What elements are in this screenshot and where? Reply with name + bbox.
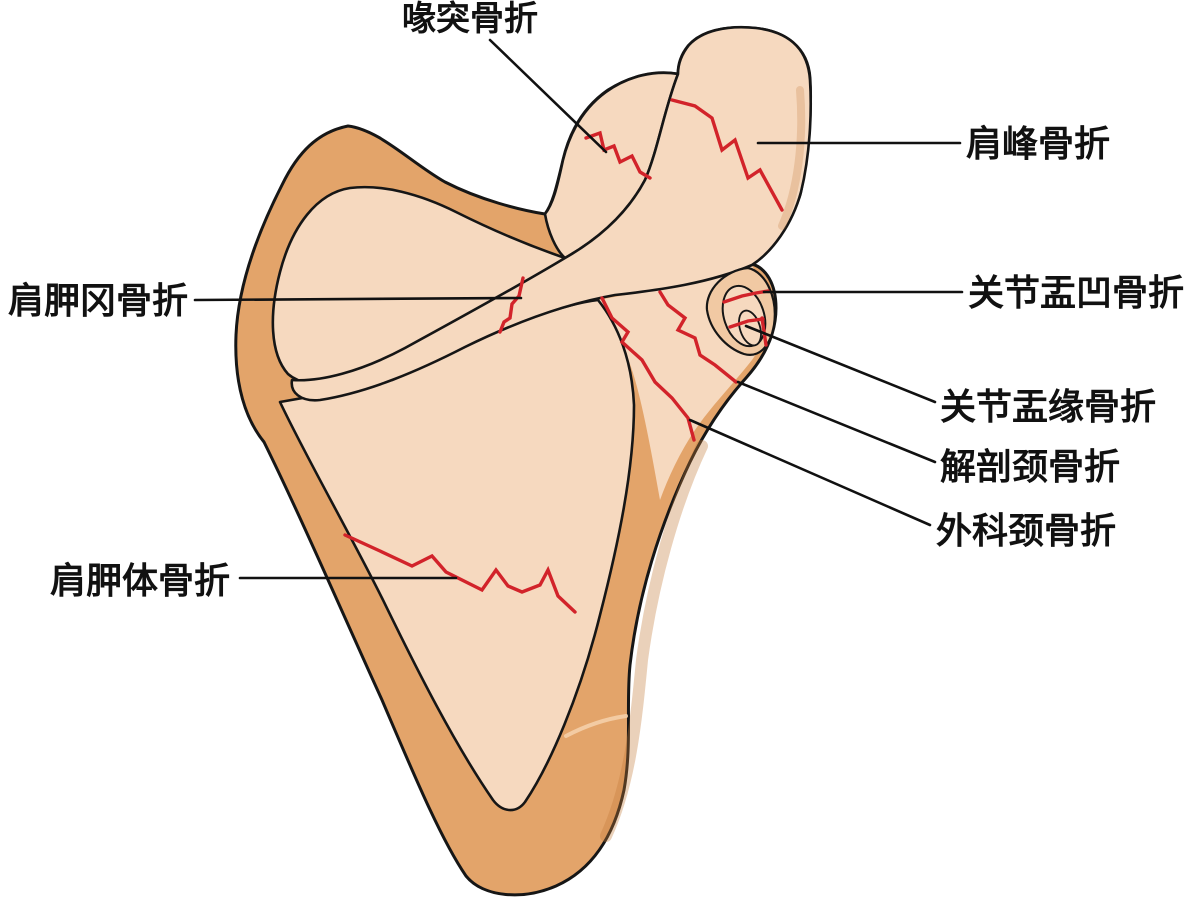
label-body-fracture: 肩胛体骨折 bbox=[50, 560, 230, 602]
label-surgical-neck-fracture: 外科颈骨折 bbox=[936, 510, 1116, 552]
fracture-line-glenoid-rim bbox=[728, 316, 768, 347]
fracture-line-surgical-neck bbox=[600, 296, 696, 442]
fracture-line-glenoid-fossa bbox=[722, 289, 770, 304]
label-spine-fracture: 肩胛冈骨折 bbox=[8, 280, 188, 322]
label-coracoid-fracture: 喙突骨折 bbox=[402, 0, 538, 39]
label-acromion-fracture: 肩峰骨折 bbox=[966, 123, 1110, 165]
label-anatomical-neck-fracture: 解剖颈骨折 bbox=[940, 446, 1120, 488]
fracture-line-coracoid bbox=[584, 130, 652, 180]
lateral-border-shading bbox=[600, 440, 708, 842]
label-glenoid-rim-fracture: 关节盂缘骨折 bbox=[940, 386, 1156, 428]
label-glenoid-fossa-fracture: 关节盂凹骨折 bbox=[968, 272, 1184, 314]
leader-line-surgical-neck bbox=[688, 418, 932, 527]
fracture-line-anatomical-neck bbox=[658, 290, 738, 384]
fracture-line-spine bbox=[498, 276, 525, 334]
fracture-line-body bbox=[343, 533, 577, 614]
fracture-line-acromion bbox=[670, 98, 784, 212]
spine-and-acromion bbox=[290, 26, 812, 402]
acromion-edge-shading bbox=[778, 86, 806, 230]
leader-line-coracoid bbox=[488, 38, 608, 154]
inferior-angle-highlight bbox=[564, 714, 628, 738]
leader-line-anatomical-neck bbox=[736, 380, 937, 464]
leader-line-glenoid-rim bbox=[744, 324, 937, 404]
leader-line-spine bbox=[193, 296, 523, 302]
